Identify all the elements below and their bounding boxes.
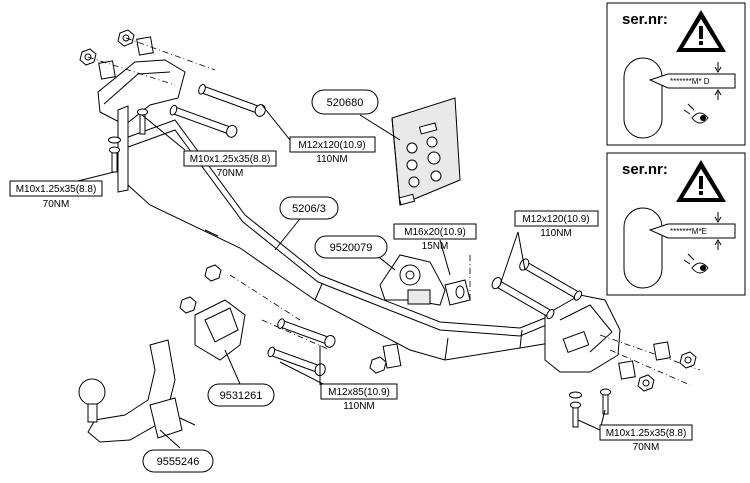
label-box xyxy=(599,424,693,441)
part-number-bubble xyxy=(311,89,379,115)
part-number-label: 9520079 xyxy=(330,242,373,254)
bolt-size-label: M10x1.25x35(8.8) xyxy=(16,184,97,195)
serial-title: ser.nr: xyxy=(622,161,668,178)
bolt-torque-label: 70NM xyxy=(633,442,660,453)
bolt-torque-label: 110NM xyxy=(316,154,348,165)
eye-icon xyxy=(683,103,709,124)
part-number-bubble xyxy=(142,449,214,473)
top-left-hardware xyxy=(79,29,266,173)
bottom-middle-hardware xyxy=(229,274,402,377)
bolt-torque-label: 110NM xyxy=(540,228,572,239)
serial-title: ser.nr: xyxy=(622,11,668,28)
part-number-bubble xyxy=(314,235,388,259)
eye-icon xyxy=(683,253,709,274)
serial-code: *******M* D xyxy=(670,77,710,86)
bolt-size-label: M10x1.25x35(8.8) xyxy=(606,428,687,439)
bolt-size-label: M10x1.25x35(8.8) xyxy=(190,154,271,165)
bolt-size-label: M12x85(10.9) xyxy=(328,387,390,398)
bolt-size-label: M12x120(10.9) xyxy=(298,140,365,151)
part-number-label: 9555246 xyxy=(157,456,200,468)
right-hardware xyxy=(491,258,701,428)
label-box xyxy=(289,136,376,153)
part-number-label: 520680 xyxy=(327,97,364,109)
bolt-torque-label: 110NM xyxy=(343,401,375,412)
bolt-torque-label: 15NM xyxy=(422,241,449,252)
label-box xyxy=(320,383,398,400)
main-tow-bar xyxy=(97,59,621,373)
leader-lines xyxy=(69,104,606,449)
part-number-bubble xyxy=(279,196,339,220)
label-box xyxy=(393,223,477,240)
bolt-torque-label: 70NM xyxy=(217,168,244,179)
part-number-bubble xyxy=(207,383,275,407)
bolt-size-label: M12x120(10.9) xyxy=(522,214,589,225)
tow-ball-drawing xyxy=(78,339,196,443)
label-box xyxy=(514,210,599,227)
part-number-label: 5206/3 xyxy=(292,203,326,215)
serial-panel-bottom: ser.nr: *******M*E xyxy=(606,152,746,296)
serial-code: *******M*E xyxy=(670,227,707,236)
serial-panel-top: ser.nr: *******M* D xyxy=(606,2,746,146)
socket-holder-drawing xyxy=(179,264,246,361)
label-box xyxy=(9,180,103,197)
part-number-label: 9531261 xyxy=(220,390,263,402)
label-box xyxy=(183,150,277,167)
bolt-size-label: M16x20(10.9) xyxy=(404,227,466,238)
electrics-panel-drawing xyxy=(391,97,461,206)
bracket-drawing xyxy=(379,254,471,306)
warning-icon xyxy=(676,160,726,202)
warning-icon xyxy=(676,10,726,52)
bolt-torque-label: 70NM xyxy=(43,199,70,210)
